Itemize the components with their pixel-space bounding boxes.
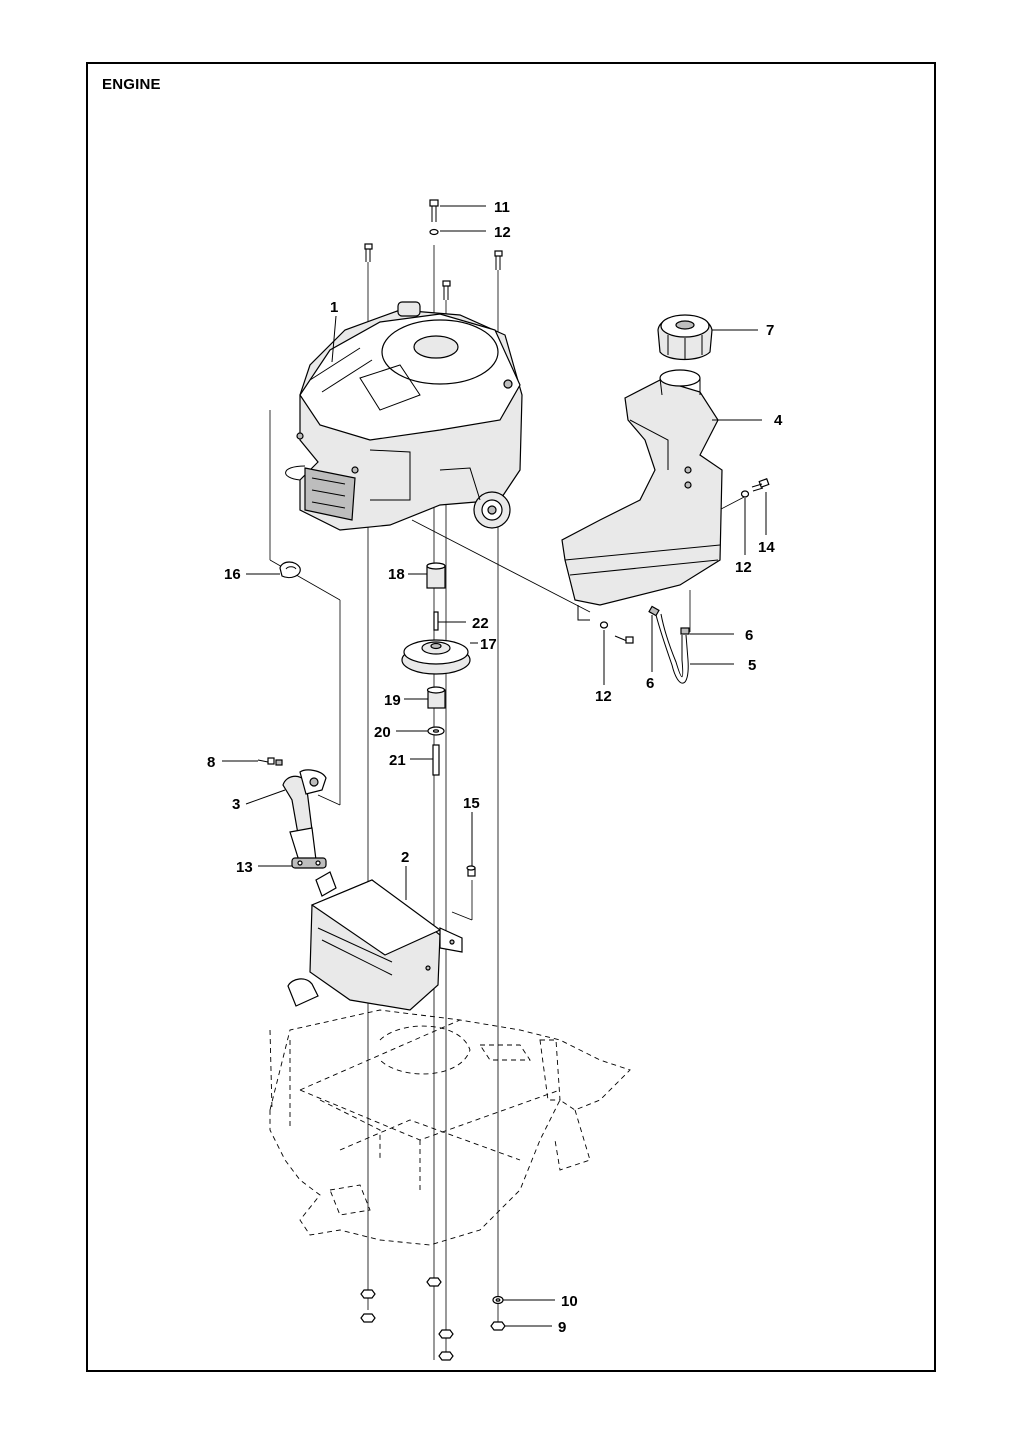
exhaust-pipe-3 <box>282 769 327 865</box>
muffler-2 <box>287 871 463 1011</box>
bolt-21 <box>432 744 440 776</box>
nut-9 <box>490 1321 506 1331</box>
engine-bolt-right <box>494 250 503 270</box>
fuel-cap-7 <box>657 314 713 361</box>
gasket-16 <box>279 561 301 579</box>
clamp-6-left <box>648 605 660 617</box>
callout-19: 19 <box>384 692 401 709</box>
fuel-tank-4 <box>561 369 723 621</box>
washer-12-lower <box>599 621 609 629</box>
callout-21: 21 <box>389 752 406 769</box>
washer-12-top <box>429 228 439 236</box>
bolt-15 <box>466 865 476 877</box>
bolt-14 <box>751 478 770 492</box>
callout-9: 9 <box>558 1319 566 1336</box>
callout-16: 16 <box>224 566 241 583</box>
frame-nuts-bottom <box>360 1277 454 1361</box>
spacer-18 <box>426 562 446 589</box>
leader-lines <box>222 205 767 1327</box>
callout-1: 1 <box>330 299 338 316</box>
callout-12: 12 <box>735 559 752 576</box>
engine-bolt-left <box>364 243 373 262</box>
callout-12: 12 <box>595 688 612 705</box>
diagram-title: ENGINE <box>102 76 161 93</box>
callout-2: 2 <box>401 849 409 866</box>
callout-4: 4 <box>774 412 783 429</box>
engine-1 <box>285 301 523 531</box>
callout-13: 13 <box>236 859 253 876</box>
callout-11: 11 <box>494 199 510 216</box>
engine-bolt-mid <box>442 280 451 300</box>
washer-20-hole <box>432 729 440 733</box>
callout-6: 6 <box>646 675 654 692</box>
callout-6: 6 <box>745 627 753 644</box>
callout-20: 20 <box>374 724 391 741</box>
clamp-6-right <box>680 627 690 635</box>
washer-12-right <box>740 490 750 498</box>
clamp-13 <box>291 857 327 869</box>
spacer-19 <box>426 686 446 709</box>
callout-18: 18 <box>388 566 405 583</box>
washer-10 <box>492 1295 504 1305</box>
screw-8 <box>257 757 283 766</box>
callout-3: 3 <box>232 796 240 813</box>
bolt-11 <box>429 199 439 222</box>
mower-frame-dashed <box>269 1009 631 1246</box>
callout-7: 7 <box>766 322 774 339</box>
callout-14: 14 <box>758 539 775 556</box>
callout-12: 12 <box>494 224 511 241</box>
diagram-frame <box>86 62 936 1372</box>
callout-22: 22 <box>472 615 489 632</box>
tank-bolt-lower <box>614 635 634 644</box>
callout-8: 8 <box>207 754 215 771</box>
callout-labels: 11 12 1 7 4 14 12 16 18 22 17 6 5 6 12 1… <box>207 199 783 1336</box>
callout-5: 5 <box>748 657 756 674</box>
callout-15: 15 <box>463 795 480 812</box>
callout-17: 17 <box>480 636 497 653</box>
pulley-17 <box>401 639 471 675</box>
key-22 <box>433 611 439 631</box>
fuel-line-5 <box>655 613 689 684</box>
callout-10: 10 <box>561 1293 578 1310</box>
